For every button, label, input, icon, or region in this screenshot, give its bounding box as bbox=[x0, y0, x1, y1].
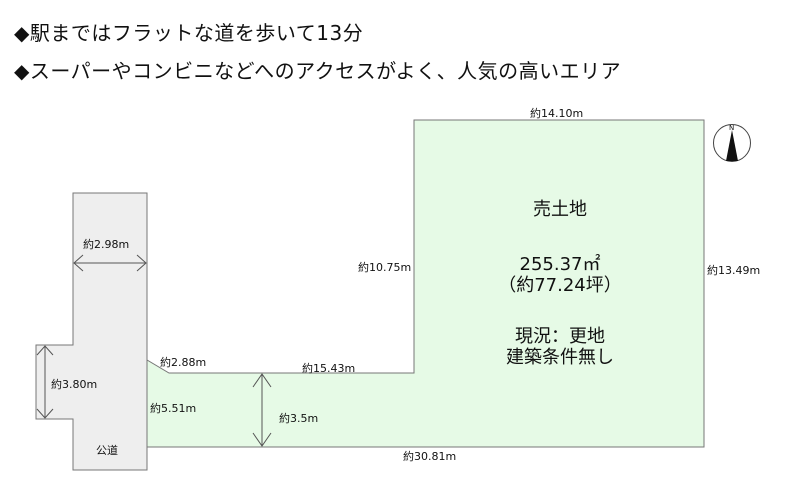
dim-frontage: 約5.51m bbox=[150, 402, 197, 415]
dim-top: 約14.10m bbox=[530, 107, 584, 120]
plot-area-tsubo: （約77.24坪） bbox=[498, 275, 622, 296]
land-plot-shape bbox=[146, 119, 705, 448]
road-shape bbox=[35, 192, 148, 471]
plot-status: 現況：更地 bbox=[515, 326, 605, 347]
dim-bottom: 約30.81m bbox=[403, 450, 457, 463]
compass-north-label: N bbox=[729, 124, 735, 132]
dim-passage-width: 約3.5m bbox=[279, 412, 319, 425]
dimension-arrows bbox=[36, 254, 272, 447]
plot-area-sqm: 255.37㎡ bbox=[519, 254, 601, 275]
feature-line-2: ◆スーパーやコンビニなどへのアクセスがよく、人気の高いエリア bbox=[14, 59, 622, 83]
compass-icon bbox=[713, 124, 751, 162]
dim-diagonal: 約2.88m bbox=[160, 356, 207, 369]
dim-right: 約13.49m bbox=[707, 264, 761, 277]
dim-inner-left: 約10.75m bbox=[358, 261, 412, 274]
plot-title: 売土地 bbox=[533, 199, 587, 220]
plot-condition: 建築条件無し bbox=[506, 347, 614, 368]
road-label: 公道 bbox=[96, 444, 118, 457]
dim-road-bump: 約3.80m bbox=[51, 378, 98, 391]
dim-road-width: 約2.98m bbox=[83, 238, 130, 251]
dim-inner-bottom: 約15.43m bbox=[302, 362, 356, 375]
feature-line-1: ◆駅まではフラットな道を歩いて13分 bbox=[14, 21, 364, 45]
